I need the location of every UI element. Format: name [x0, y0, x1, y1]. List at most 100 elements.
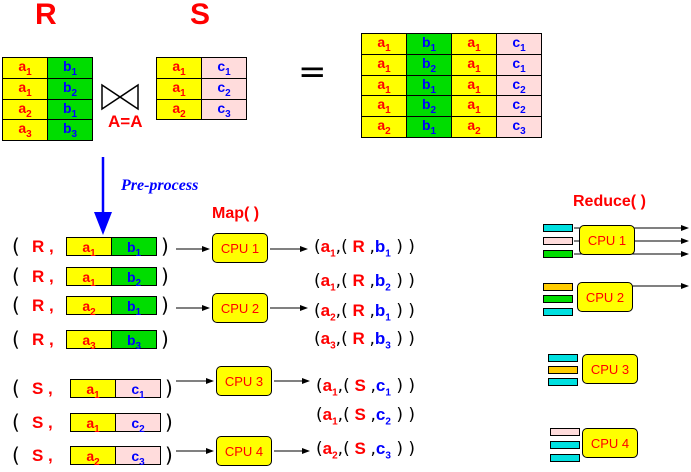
open-paren: (	[343, 405, 350, 425]
comma: ,	[370, 376, 376, 396]
open-paren: (	[12, 264, 20, 288]
table-cell: a2	[361, 116, 407, 138]
reduce-label: Reduce( )	[573, 193, 646, 210]
open-paren: (	[316, 439, 323, 459]
reduce-record-strip	[543, 295, 573, 303]
table-cell: a1	[361, 95, 407, 118]
map-cpu-box: CPU 4	[216, 436, 272, 466]
close-parens: ) )	[390, 301, 415, 321]
tuple-tag: R ,	[32, 330, 54, 349]
reduce-cpu-box: CPU 4	[582, 428, 638, 458]
close-paren: )	[161, 293, 169, 317]
open-paren: (	[12, 410, 20, 434]
open-paren: (	[343, 376, 350, 396]
table-cell: c1	[201, 57, 247, 79]
reduce-record-strip	[548, 378, 578, 386]
join-condition: A=A	[108, 112, 143, 131]
close-parens: ) )	[390, 271, 415, 291]
tuple-tag: S ,	[32, 446, 53, 465]
table-cell: c1	[496, 33, 542, 55]
open-paren: (	[316, 376, 323, 396]
open-paren: (	[341, 329, 348, 349]
table-cell: b2	[406, 53, 452, 76]
open-paren: (	[12, 293, 20, 317]
close-paren: )	[165, 410, 173, 434]
reduce-cpu-box: CPU 1	[579, 225, 635, 255]
output-key: a1	[322, 376, 338, 399]
comma: ,	[335, 329, 342, 349]
relation-r-title: R	[35, 0, 57, 31]
table-cell: c2	[496, 95, 542, 118]
comma: ,	[369, 301, 375, 321]
table-cell: b1	[406, 116, 452, 138]
output-tag: S	[349, 405, 371, 424]
tuple-value-cell: b2	[111, 267, 157, 289]
table-cell: a1	[361, 74, 407, 97]
input-arrow	[176, 448, 214, 454]
tuple-key-cell: a1	[70, 379, 116, 401]
comma: ,	[335, 237, 342, 257]
output-key: a1	[322, 405, 338, 428]
table-cell: a2	[156, 98, 202, 121]
tuple-tag: S ,	[32, 413, 53, 432]
output-value: c1	[375, 376, 391, 399]
close-parens: ) )	[390, 405, 416, 425]
output-value: b1	[374, 237, 391, 260]
output-arrow	[270, 305, 308, 311]
tuple-tag: R ,	[32, 237, 54, 256]
map-output-pair: (a2,( R ,b1 ) )	[314, 301, 415, 323]
map-cpu-box: CPU 1	[212, 233, 268, 263]
table-cell: a3	[2, 119, 48, 142]
open-paren: (	[343, 439, 350, 459]
table-cell: a1	[451, 33, 497, 55]
open-paren: (	[341, 301, 348, 321]
reduce-cpu-box: CPU 2	[577, 282, 633, 312]
table-cell: a1	[361, 33, 407, 55]
map-output-pair: (a1,( R ,b2 ) )	[314, 271, 415, 293]
table-cell: a1	[451, 74, 497, 97]
tuple-value-cell: c1	[115, 379, 161, 401]
reduce-record-strip	[550, 441, 580, 449]
open-paren: (	[341, 237, 348, 257]
close-parens: ) )	[390, 439, 416, 459]
table-cell: c3	[201, 98, 247, 121]
input-arrow	[176, 246, 210, 252]
reduce-cpu-box: CPU 3	[582, 354, 638, 384]
table-cell: b2	[406, 95, 452, 118]
tuple-value-cell: b1	[111, 237, 157, 259]
table-cell: c2	[496, 74, 542, 97]
open-paren: (	[314, 301, 321, 321]
output-key: a1	[320, 237, 336, 260]
output-key: a2	[320, 301, 336, 324]
table-cell: c2	[201, 77, 247, 100]
open-paren: (	[316, 405, 323, 425]
close-paren: )	[161, 327, 169, 351]
table-cell: b1	[47, 98, 93, 121]
preprocess-label: Pre-process	[121, 177, 199, 194]
output-value: c3	[375, 439, 391, 462]
tuple-key-cell: a1	[66, 237, 112, 259]
table-cell: a2	[451, 116, 497, 138]
comma: ,	[370, 439, 376, 459]
open-paren: (	[341, 271, 348, 291]
map-output-pair: (a1,( S ,c1 ) )	[316, 376, 415, 398]
table-cell: a1	[156, 77, 202, 100]
map-output-pair: (a1,( R ,b1 ) )	[314, 237, 415, 259]
comma: ,	[370, 405, 376, 425]
tuple-tag: S ,	[32, 379, 53, 398]
output-value: b3	[374, 329, 391, 352]
close-paren: )	[161, 234, 169, 258]
map-cpu-box: CPU 3	[216, 366, 272, 396]
close-parens: ) )	[390, 376, 416, 396]
equals-sign: =	[298, 52, 327, 92]
comma: ,	[369, 329, 375, 349]
